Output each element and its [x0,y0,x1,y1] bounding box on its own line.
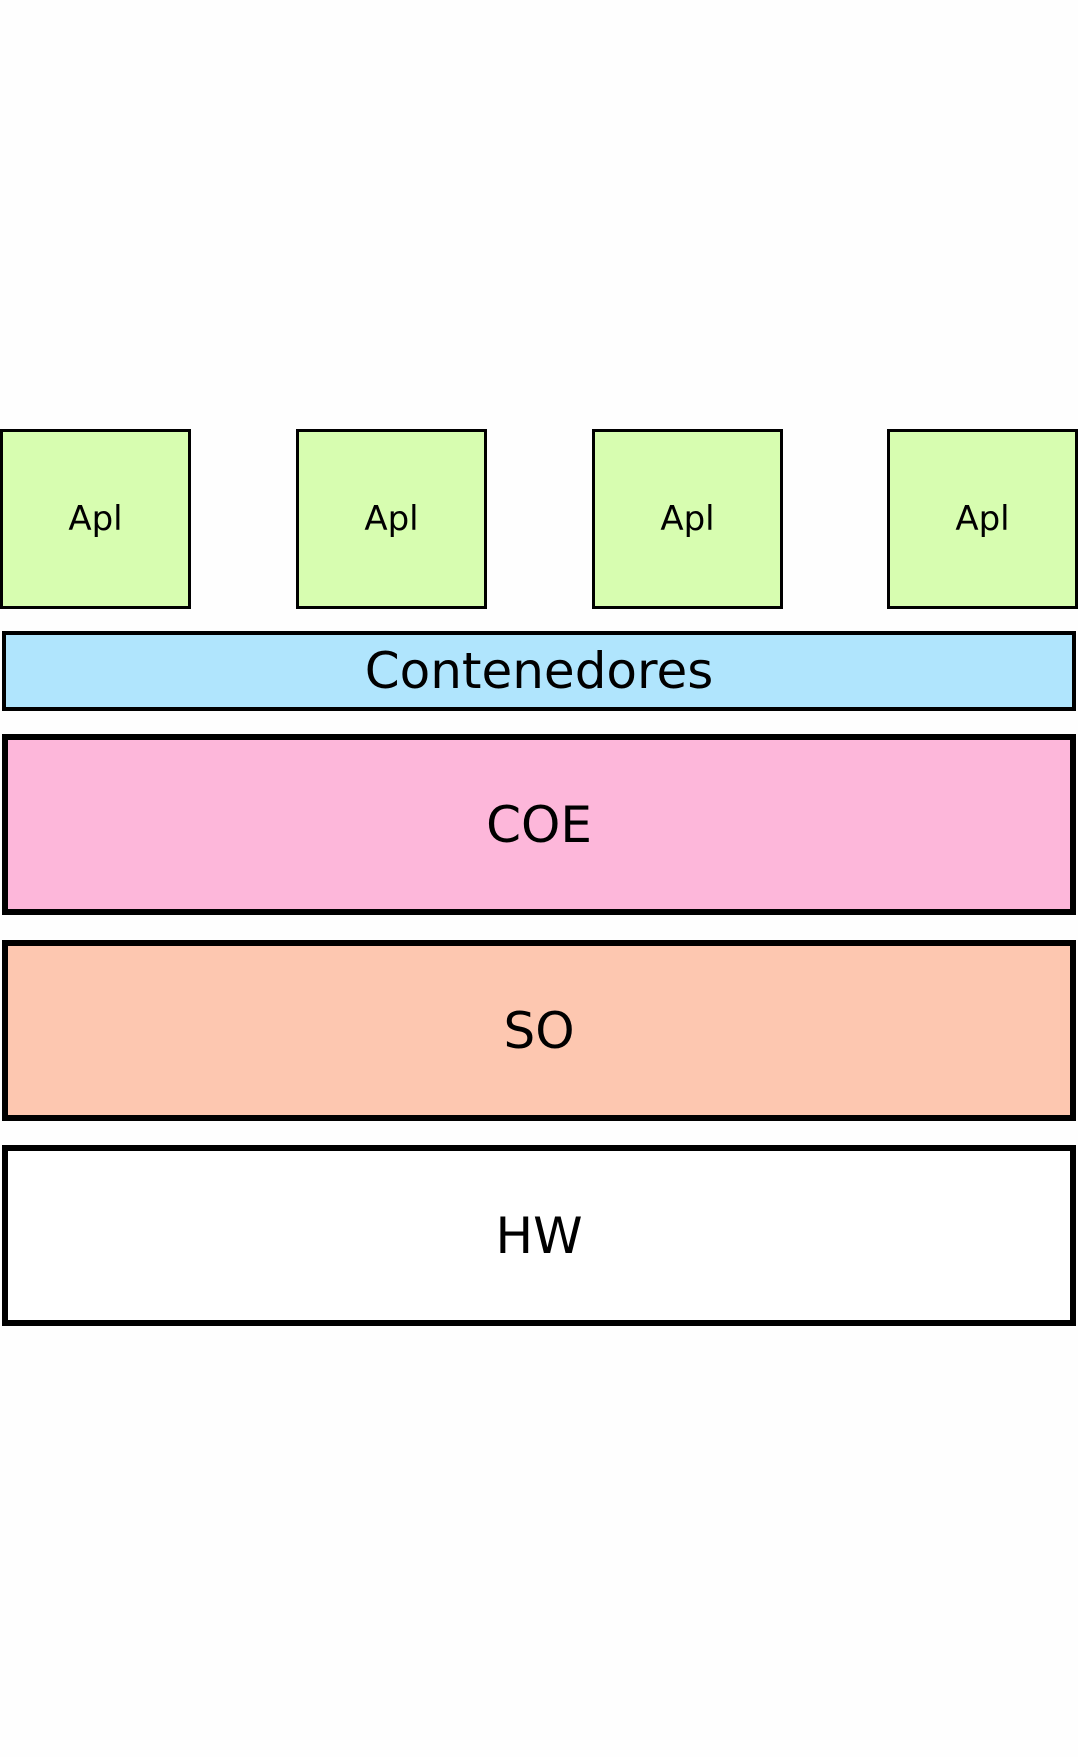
contenedores-label: Contenedores [364,642,714,700]
contenedores-layer: Contenedores [2,631,1076,711]
app-label: Apl [955,499,1010,539]
app-box-4: Apl [887,429,1078,609]
app-box-2: Apl [296,429,487,609]
app-label: Apl [364,499,419,539]
app-label: Apl [68,499,123,539]
so-label: SO [503,1001,575,1060]
hw-layer: HW [2,1145,1076,1326]
coe-label: COE [486,795,592,854]
app-label: Apl [660,499,715,539]
so-layer: SO [2,940,1076,1121]
app-box-3: Apl [592,429,783,609]
hw-label: HW [495,1206,583,1265]
app-box-1: Apl [0,429,191,609]
coe-layer: COE [2,734,1076,915]
